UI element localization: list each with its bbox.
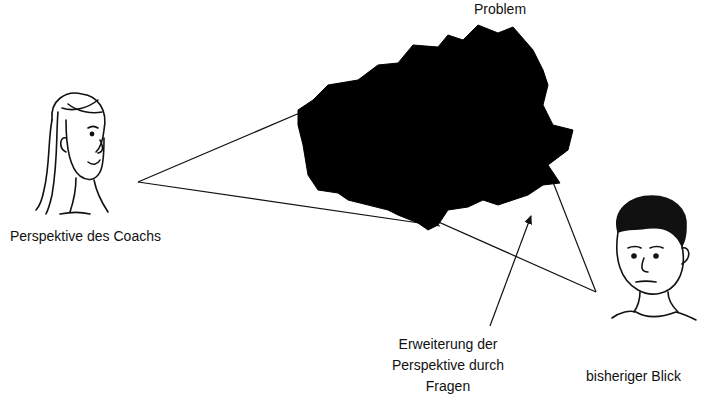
problem-blob: Problem [298,25,573,235]
client-face [612,196,696,320]
blob-shape [298,25,573,235]
node-title: Problem [472,1,528,17]
blob-outline [298,25,573,230]
question-expansion-label: Erweiterung der Perspektive durch Fragen [378,334,518,397]
client-view-label: bisheriger Blick [586,366,711,387]
coach-perspective-label: Perspektive des Coachs [10,226,210,247]
pointer-arrow [490,216,531,326]
coach-face [36,93,108,214]
